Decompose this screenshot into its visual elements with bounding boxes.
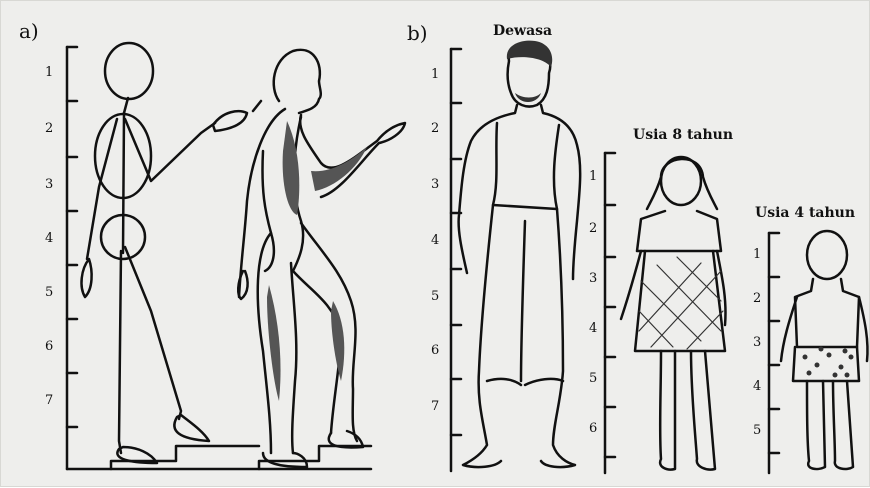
adult-figure xyxy=(459,47,581,468)
scale-a-tick: 3 xyxy=(45,177,53,192)
scale-ruler-child-8 xyxy=(605,153,615,473)
muscle-shading xyxy=(267,121,367,401)
scale-child-8-tick: 3 xyxy=(589,271,597,286)
panel-b-label: b) xyxy=(407,21,428,45)
scale-a-tick: 6 xyxy=(45,339,53,354)
scale-adult-tick: 7 xyxy=(431,399,439,414)
scale-adult-tick: 2 xyxy=(431,121,439,136)
figure-title-adult: Dewasa xyxy=(493,23,552,39)
stairs xyxy=(111,446,371,469)
child-8-skirt-pattern xyxy=(639,257,723,349)
scale-child-4-tick: 3 xyxy=(753,335,761,350)
scale-child-4-tick: 4 xyxy=(753,379,761,394)
scale-a-tick: 4 xyxy=(45,231,53,246)
figure-title-child-4: Usia 4 tahun xyxy=(755,205,855,221)
scale-a-tick: 7 xyxy=(45,393,53,408)
panel-a-label: a) xyxy=(19,19,39,43)
child-4-dot-pattern xyxy=(803,347,854,378)
figure-title-child-8: Usia 8 tahun xyxy=(633,127,733,143)
scale-child-4-tick: 5 xyxy=(753,423,761,438)
scale-adult-tick: 1 xyxy=(431,67,439,82)
scale-child-8-tick: 6 xyxy=(589,421,597,436)
scale-child-4-tick: 2 xyxy=(753,291,761,306)
scale-a-tick: 1 xyxy=(45,65,53,80)
scale-ruler-adult xyxy=(451,49,461,471)
scale-child-8-tick: 2 xyxy=(589,221,597,236)
scale-a-tick: 2 xyxy=(45,121,53,136)
scale-ruler-child-4 xyxy=(769,233,779,473)
stick-figure xyxy=(82,43,247,463)
scale-child-8-tick: 5 xyxy=(589,371,597,386)
scale-adult-tick: 4 xyxy=(431,233,439,248)
scale-child-8-tick: 1 xyxy=(589,169,597,184)
scale-adult-tick: 3 xyxy=(431,177,439,192)
scale-ruler-a xyxy=(67,47,371,469)
anatomical-figure xyxy=(238,50,405,467)
scale-child-8-tick: 4 xyxy=(589,321,597,336)
child-4-figure xyxy=(781,231,868,469)
scale-a-tick: 5 xyxy=(45,285,53,300)
scale-adult-tick: 5 xyxy=(431,289,439,304)
scale-child-4-tick: 1 xyxy=(753,247,761,262)
scale-adult-tick: 6 xyxy=(431,343,439,358)
